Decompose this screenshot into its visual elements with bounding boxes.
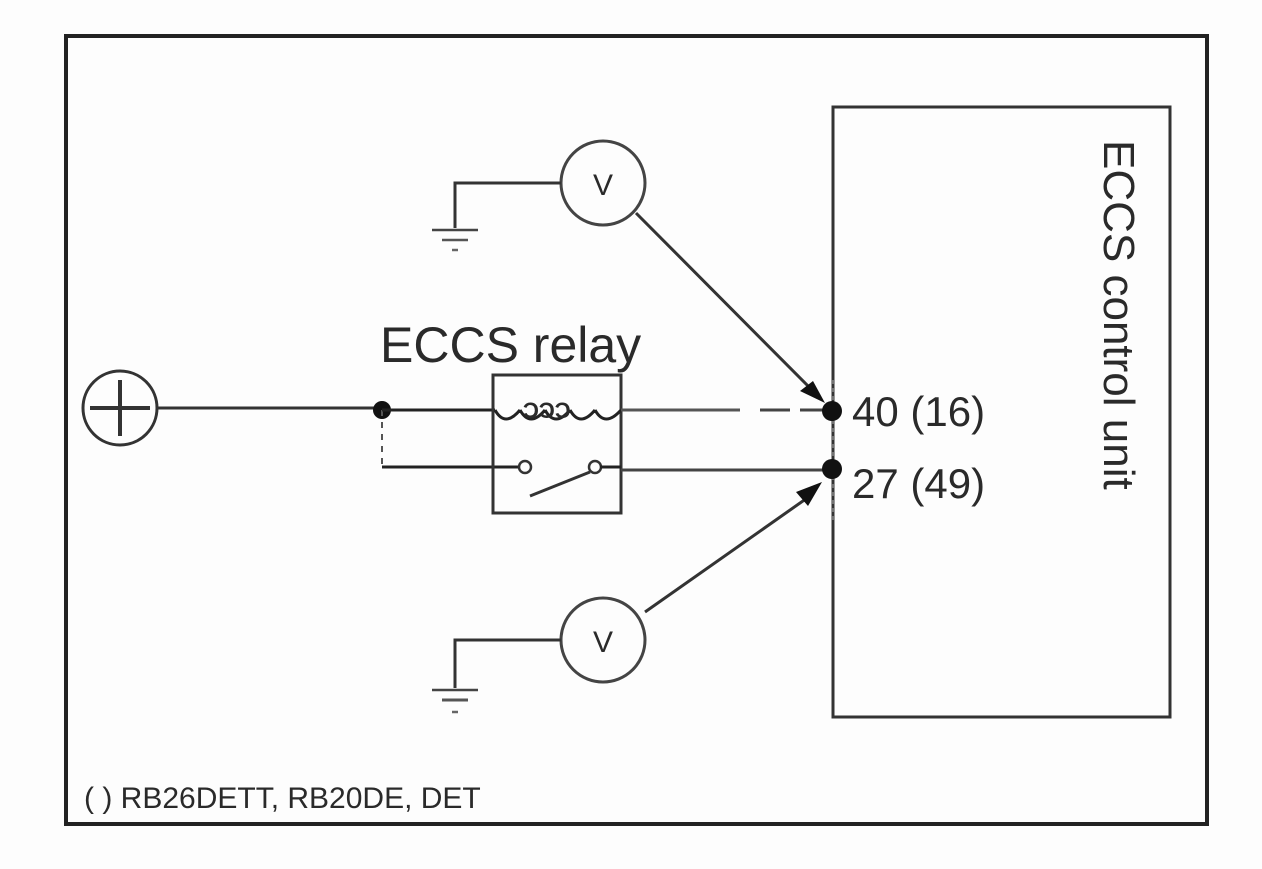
- relay-label: ECCS relay: [380, 317, 641, 373]
- control-unit-label: ECCS control unit: [1094, 140, 1143, 490]
- voltmeter-upper: V: [432, 139, 825, 403]
- terminal-dot-27: [822, 459, 842, 479]
- terminal-label-40: 40 (16): [852, 388, 985, 435]
- relay-icon: ƆƆƆ: [491, 373, 623, 515]
- terminal-dot-40: [822, 401, 842, 421]
- footnote: ( ) RB26DETT, RB20DE, DET: [84, 782, 481, 815]
- voltmeter-lower: V: [432, 482, 822, 714]
- svg-text:ƆƆƆ: ƆƆƆ: [523, 398, 571, 423]
- terminal-label-27: 27 (49): [852, 460, 985, 507]
- svg-text:V: V: [593, 626, 613, 659]
- outer-frame: [64, 34, 1209, 826]
- ground-icon: [432, 688, 478, 714]
- ground-icon: [432, 228, 478, 252]
- svg-text:V: V: [593, 169, 613, 202]
- battery-positive-icon: [81, 369, 159, 447]
